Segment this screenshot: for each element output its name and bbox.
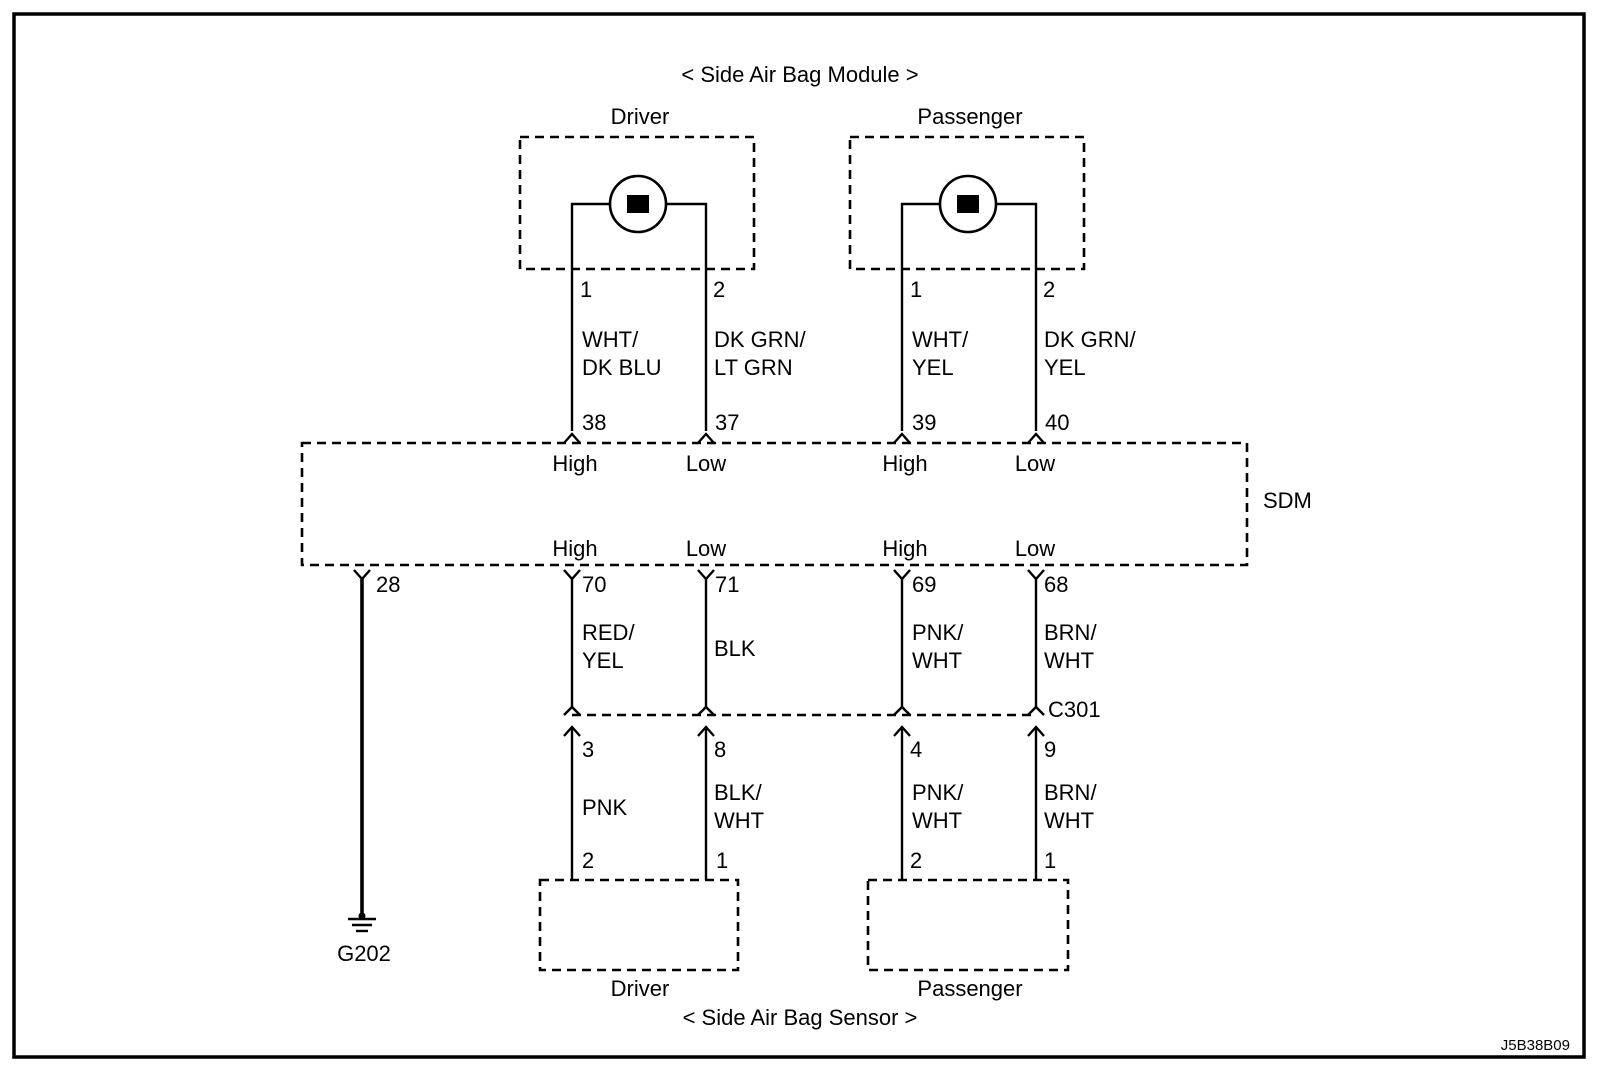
svg-text:WHT/: WHT/ <box>582 327 639 352</box>
svg-text:WHT: WHT <box>1044 808 1094 833</box>
wire-color-label: DK GRN/ LT GRN <box>714 327 807 380</box>
svg-text:DK BLU: DK BLU <box>582 355 661 380</box>
module-title: < Side Air Bag Module > <box>681 62 918 87</box>
diagram-frame <box>12 12 1586 1059</box>
wire-color-label: DK GRN/ YEL <box>1044 327 1137 380</box>
svg-text:WHT: WHT <box>912 808 962 833</box>
wire-color-label: PNK/ WHT <box>912 620 964 673</box>
svg-text:WHT: WHT <box>912 648 962 673</box>
driver-module-box <box>518 135 756 271</box>
wire-color-label: WHT/ DK BLU <box>582 327 661 380</box>
wire-color-label: RED/ YEL <box>582 620 635 673</box>
sdm-pin: 38 <box>582 410 606 435</box>
passenger-module-pin-2: 2 <box>1043 277 1055 302</box>
sdm-terminal-label: High <box>552 536 597 561</box>
svg-text:PNK/: PNK/ <box>912 780 964 805</box>
wire-color-label: PNK/ WHT <box>912 780 964 833</box>
sdm-label: SDM <box>1263 488 1312 513</box>
sdm-pin: 70 <box>582 572 606 597</box>
c301-pin: 9 <box>1044 737 1056 762</box>
sdm-pin: 39 <box>912 410 936 435</box>
sdm-terminal-label: Low <box>1015 451 1055 476</box>
svg-text:WHT: WHT <box>1044 648 1094 673</box>
svg-text:YEL: YEL <box>1044 355 1086 380</box>
ground-icon <box>348 912 376 933</box>
passenger-module-label: Passenger <box>917 104 1022 129</box>
figure-code: J5B38B09 <box>1501 1037 1570 1054</box>
driver-module-pin-1: 1 <box>580 277 592 302</box>
driver-inflator-icon <box>570 174 708 431</box>
c301-pin: 8 <box>714 737 726 762</box>
passenger-sensor-label: Passenger <box>917 976 1022 1001</box>
svg-text:LT GRN: LT GRN <box>714 355 793 380</box>
wire-color-label: BRN/ WHT <box>1044 620 1097 673</box>
c301-connector <box>563 705 1045 737</box>
driver-module-label: Driver <box>611 104 670 129</box>
sdm-pin: 40 <box>1045 410 1069 435</box>
passenger-module-box <box>848 135 1086 271</box>
ground-label: G202 <box>337 941 391 966</box>
svg-text:DK GRN/: DK GRN/ <box>1044 327 1137 352</box>
sdm-ground-pin: 28 <box>376 572 400 597</box>
svg-text:PNK/: PNK/ <box>912 620 964 645</box>
sensor-title: < Side Air Bag Sensor > <box>683 1005 918 1030</box>
svg-text:BLK/: BLK/ <box>714 780 763 805</box>
svg-text:DK GRN/: DK GRN/ <box>714 327 807 352</box>
svg-text:YEL: YEL <box>912 355 954 380</box>
svg-text:BRN/: BRN/ <box>1044 620 1097 645</box>
wire-color-label: WHT/ YEL <box>912 327 969 380</box>
sdm-box <box>300 441 1249 567</box>
sdm-terminal-label: High <box>882 536 927 561</box>
c301-label: C301 <box>1048 697 1101 722</box>
wire-segment <box>570 727 1038 880</box>
svg-text:BLK: BLK <box>714 636 756 661</box>
wire-segment <box>570 579 1038 707</box>
c301-pin: 4 <box>910 737 922 762</box>
wire-color-label: PNK <box>582 795 628 820</box>
sdm-pin: 69 <box>912 572 936 597</box>
driver-module-pin-2: 2 <box>713 277 725 302</box>
sensor-pin: 2 <box>582 848 594 873</box>
sensor-pin: 2 <box>910 848 922 873</box>
svg-text:WHT/: WHT/ <box>912 327 969 352</box>
sensor-pin: 1 <box>1044 848 1056 873</box>
sdm-terminal-label: Low <box>1015 536 1055 561</box>
driver-sensor-label: Driver <box>611 976 670 1001</box>
svg-text:PNK: PNK <box>582 795 628 820</box>
sdm-terminal-label: High <box>552 451 597 476</box>
svg-text:YEL: YEL <box>582 648 624 673</box>
sdm-pin: 68 <box>1044 572 1068 597</box>
passenger-sensor-box <box>866 878 1070 972</box>
wire-color-label: BLK <box>714 636 756 661</box>
wire-color-label: BLK/ WHT <box>714 780 764 833</box>
driver-sensor-box <box>538 878 740 972</box>
connector-mark-icon <box>563 432 1045 444</box>
sdm-pin: 37 <box>715 410 739 435</box>
svg-text:RED/: RED/ <box>582 620 635 645</box>
svg-text:BRN/: BRN/ <box>1044 780 1097 805</box>
svg-text:WHT: WHT <box>714 808 764 833</box>
c301-pin: 3 <box>582 737 594 762</box>
connector-mark-icon <box>353 569 1045 581</box>
wire-color-label: BRN/ WHT <box>1044 780 1097 833</box>
sensor-pin: 1 <box>716 848 728 873</box>
passenger-inflator-icon <box>900 174 1038 431</box>
passenger-module-pin-1: 1 <box>910 277 922 302</box>
sdm-terminal-label: Low <box>686 451 726 476</box>
sdm-terminal-label: High <box>882 451 927 476</box>
sdm-terminal-label: Low <box>686 536 726 561</box>
sdm-pin: 71 <box>715 572 739 597</box>
